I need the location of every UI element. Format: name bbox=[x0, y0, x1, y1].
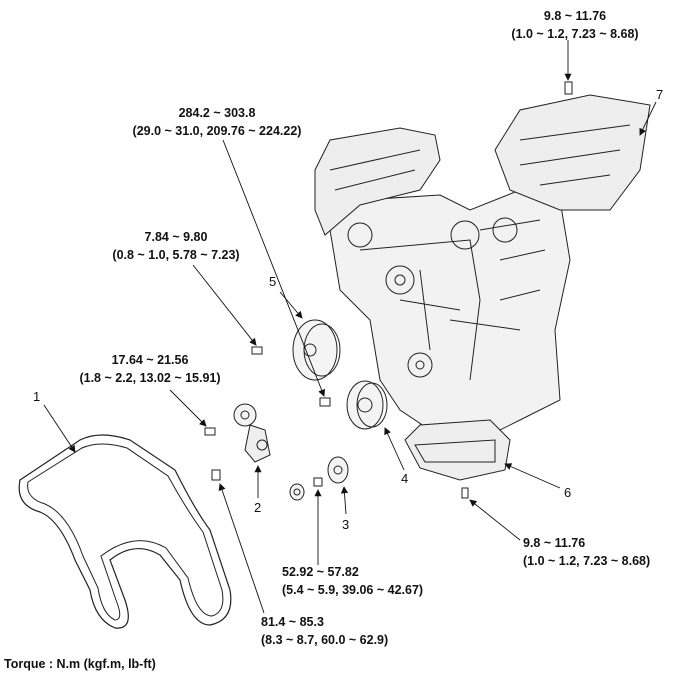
torque-label-tensioner: 17.64 ~ 21.56 (1.8 ~ 2.2, 13.02 ~ 15.91) bbox=[79, 351, 220, 387]
oil-pan bbox=[404, 419, 511, 481]
belt-tensioner bbox=[233, 403, 271, 463]
torque-label-idler: 52.92 ~ 57.82 (5.4 ~ 5.9, 39.06 ~ 42.67) bbox=[282, 563, 423, 599]
torque-detail: (1.0 ~ 1.2, 7.23 ~ 8.68) bbox=[523, 554, 651, 568]
drive-belt bbox=[18, 434, 232, 629]
part-number-7: 7 bbox=[656, 87, 664, 102]
torque-detail: (1.0 ~ 1.2, 7.23 ~ 8.68) bbox=[511, 27, 639, 41]
torque-nm: 17.64 ~ 21.56 bbox=[111, 353, 189, 367]
engine-block bbox=[329, 189, 571, 441]
torque-label-crank-pulley: 284.2 ~ 303.8 (29.0 ~ 31.0, 209.76 ~ 224… bbox=[133, 104, 302, 140]
torque-label-valve-cover: 9.8 ~ 11.76 (1.0 ~ 1.2, 7.23 ~ 8.68) bbox=[511, 7, 638, 43]
torque-detail: (0.8 ~ 1.0, 5.78 ~ 7.23) bbox=[112, 248, 240, 262]
torque-detail: (5.4 ~ 5.9, 39.06 ~ 42.67) bbox=[282, 583, 424, 597]
torque-detail: (29.0 ~ 31.0, 209.76 ~ 224.22) bbox=[132, 124, 302, 138]
left-valve-cover bbox=[314, 127, 441, 236]
torque-label-oil-pan: 9.8 ~ 11.76 (1.0 ~ 1.2, 7.23 ~ 8.68) bbox=[523, 534, 650, 570]
torque-nm: 9.8 ~ 11.76 bbox=[543, 9, 607, 23]
torque-detail: (1.8 ~ 2.2, 13.02 ~ 15.91) bbox=[79, 371, 221, 385]
torque-label-water-pump-pulley: 7.84 ~ 9.80 (0.8 ~ 1.0, 5.78 ~ 7.23) bbox=[112, 228, 239, 264]
torque-units-footer: Torque : N.m (kgf.m, lb-ft) bbox=[4, 657, 156, 671]
torque-nm: 7.84 ~ 9.80 bbox=[144, 230, 208, 244]
part-number-2: 2 bbox=[254, 500, 262, 515]
part-number-1: 1 bbox=[33, 389, 41, 404]
part-number-3: 3 bbox=[342, 517, 350, 532]
idler-pulley bbox=[289, 456, 349, 501]
torque-nm: 9.8 ~ 11.76 bbox=[523, 536, 586, 550]
part-number-5: 5 bbox=[269, 274, 277, 289]
torque-nm: 284.2 ~ 303.8 bbox=[178, 106, 256, 120]
torque-detail: (8.3 ~ 8.7, 60.0 ~ 62.9) bbox=[261, 633, 389, 647]
water-pump-pulley bbox=[292, 319, 341, 381]
torque-nm: 81.4 ~ 85.3 bbox=[261, 615, 324, 629]
part-number-6: 6 bbox=[564, 485, 572, 500]
torque-nm: 52.92 ~ 57.82 bbox=[282, 565, 359, 579]
right-valve-cover bbox=[494, 94, 651, 211]
part-number-4: 4 bbox=[401, 471, 409, 486]
crankshaft-pulley bbox=[346, 380, 388, 430]
torque-label-bracket: 81.4 ~ 85.3 (8.3 ~ 8.7, 60.0 ~ 62.9) bbox=[261, 613, 388, 649]
